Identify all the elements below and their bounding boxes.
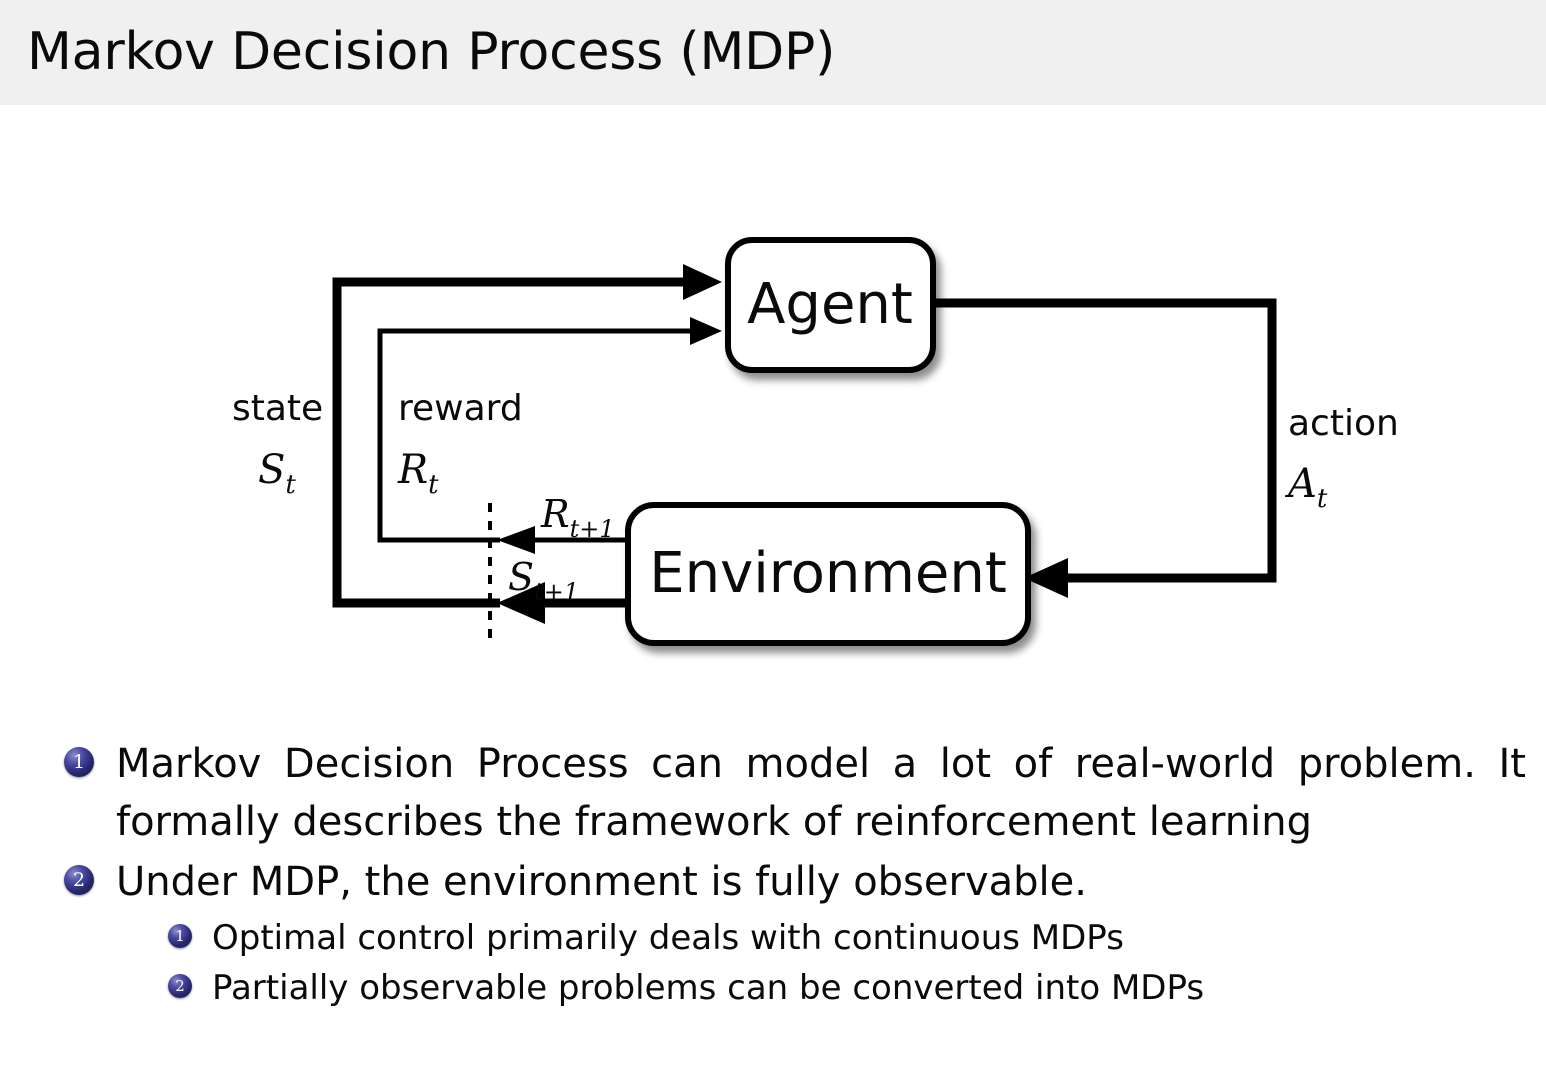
bullet-badge-2: 2 bbox=[64, 865, 94, 895]
list-item-text: Under MDP, the environment is fully obse… bbox=[116, 859, 1087, 905]
list-item-text: Markov Decision Process can model a lot … bbox=[116, 741, 1526, 845]
label-reward-symbol-base: R bbox=[397, 447, 428, 493]
slide-header-band: Markov Decision Process (MDP) bbox=[0, 0, 1546, 105]
node-agent[interactable]: Agent bbox=[725, 237, 936, 373]
agent-environment-diagram-svg: Agent Environment state St reward Rt act… bbox=[232, 237, 1399, 646]
label-state-word: state bbox=[232, 388, 323, 429]
node-agent-label: Agent bbox=[747, 272, 913, 337]
edge-action-loop bbox=[933, 298, 1277, 598]
label-state-symbol-sub: t bbox=[285, 470, 296, 500]
label-state-symbol: St bbox=[258, 447, 296, 500]
label-reward-word: reward bbox=[398, 388, 523, 429]
label-state-symbol-base: S bbox=[258, 447, 285, 493]
edge-next-reward bbox=[497, 526, 628, 554]
sub-bullet-badge-number: 1 bbox=[175, 926, 185, 945]
sub-bullet-badge-1: 1 bbox=[168, 924, 192, 948]
list-item: 1 Markov Decision Process can model a lo… bbox=[0, 735, 1546, 851]
label-next-state-sub: t+1 bbox=[534, 578, 579, 606]
label-action-symbol: At bbox=[1284, 461, 1328, 514]
label-next-state-base: S bbox=[508, 555, 534, 599]
mdp-loop-diagram: Agent Environment state St reward Rt act… bbox=[0, 105, 1546, 720]
list-item: 2 Under MDP, the environment is fully ob… bbox=[0, 853, 1546, 911]
edge-state-loop bbox=[332, 264, 722, 608]
sub-list-item-text: Partially observable problems can be con… bbox=[212, 968, 1205, 1008]
label-action-symbol-sub: t bbox=[1317, 484, 1328, 514]
label-reward-symbol: Rt bbox=[397, 447, 439, 500]
sub-list-item: 1 Optimal control primarily deals with c… bbox=[0, 913, 1546, 963]
sub-bullet-badge-number: 2 bbox=[175, 976, 185, 995]
label-action-symbol-base: A bbox=[1284, 461, 1317, 507]
sub-list-item: 2 Partially observable problems can be c… bbox=[0, 963, 1546, 1013]
sub-list-item-text: Optimal control primarily deals with con… bbox=[212, 918, 1124, 958]
edge-next-state bbox=[497, 582, 628, 624]
label-next-state-symbol: St+1 bbox=[508, 555, 579, 606]
bullet-badge-1: 1 bbox=[64, 747, 94, 777]
label-next-reward-sub: t+1 bbox=[570, 515, 615, 543]
label-next-reward-symbol: Rt+1 bbox=[540, 492, 615, 543]
bullet-badge-number: 1 bbox=[72, 750, 86, 773]
label-reward-symbol-sub: t bbox=[428, 470, 439, 500]
edge-reward-loop bbox=[377, 317, 722, 543]
node-environment-label: Environment bbox=[649, 541, 1007, 606]
sub-bullet-badge-2: 2 bbox=[168, 974, 192, 998]
label-next-reward-base: R bbox=[540, 492, 570, 536]
page-title: Markov Decision Process (MDP) bbox=[27, 22, 836, 82]
node-environment[interactable]: Environment bbox=[625, 502, 1031, 646]
label-action-word: action bbox=[1288, 403, 1399, 444]
bullet-badge-number: 2 bbox=[72, 868, 86, 891]
slide-body-list: 1 Markov Decision Process can model a lo… bbox=[0, 735, 1546, 1013]
